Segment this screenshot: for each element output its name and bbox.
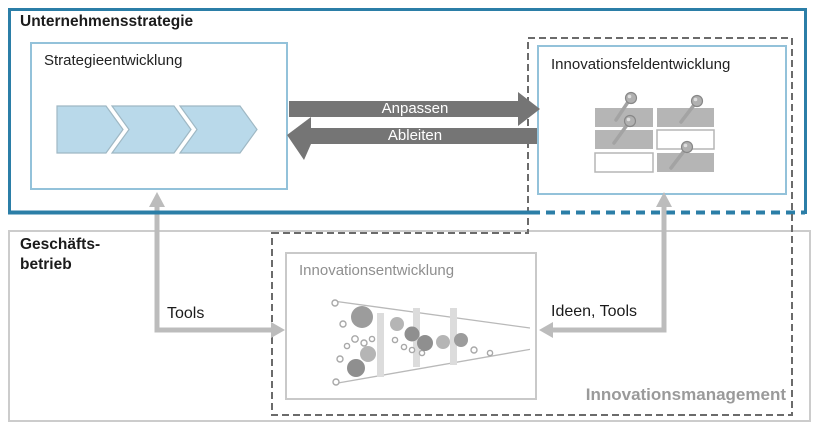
- ideas-tools-connector-label: Ideen, Tools: [551, 303, 637, 320]
- corporate-strategy-title: Unternehmensstrategie: [20, 13, 194, 30]
- strategy-development-label: Strategieentwicklung: [44, 52, 183, 69]
- derive-arrow-label: Ableiten: [387, 127, 443, 144]
- process-chevrons-icon: [56, 105, 258, 154]
- innovation-field-development-label: Innovationsfeldentwicklung: [551, 56, 731, 73]
- innovation-management-label: Innovationsmanagement: [585, 385, 786, 404]
- innovation-development-label: Innovationsentwicklung: [299, 262, 455, 279]
- tools-connector-label: Tools: [167, 305, 205, 322]
- business-operations-title: Geschäfts- betrieb: [20, 236, 101, 273]
- adapt-arrow-label: Anpassen: [381, 100, 449, 117]
- innovation-funnel-icon: [331, 299, 530, 386]
- pinned-grid-icon: [594, 91, 715, 173]
